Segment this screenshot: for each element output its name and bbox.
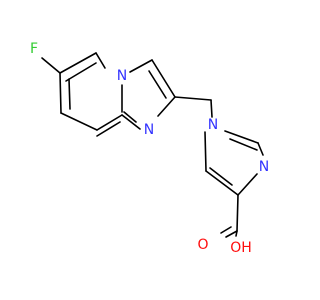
bond (151, 59, 176, 98)
atom-labels: F N N N N O OH (30, 41, 269, 256)
bond (237, 173, 258, 196)
atom-label-nitrogen-imidazopyridine: N (144, 122, 154, 138)
molecule-structure-diagram: F N N N N O OH (30, 41, 269, 256)
bond (157, 96, 176, 117)
atom-label-nitrogen-imidazole-1: N (208, 117, 218, 133)
bond (121, 114, 141, 130)
atom-label-nitrogen-imidazole-3: N (259, 159, 269, 175)
bond (68, 78, 71, 110)
bond (224, 130, 259, 144)
bond (59, 52, 97, 74)
bond (96, 114, 123, 131)
bond (236, 194, 239, 232)
bond (235, 230, 238, 237)
bond (60, 112, 98, 131)
bond (210, 99, 213, 118)
atom-label-nitrogen-bridgehead: N (117, 68, 127, 84)
bond (205, 170, 239, 196)
bonds (41, 52, 264, 238)
bond (95, 52, 106, 69)
bond (225, 230, 238, 238)
bond (174, 96, 212, 101)
bond (220, 226, 232, 234)
bond (96, 121, 121, 137)
bond (59, 72, 62, 114)
atom-label-hydroxyl: OH (230, 240, 252, 256)
bond (257, 142, 264, 156)
atom-label-oxygen-carbonyl: O (197, 237, 208, 253)
bond (41, 57, 61, 74)
bond (229, 138, 258, 151)
bond (204, 131, 207, 172)
atom-label-fluorine: F (30, 41, 38, 57)
bond (65, 62, 97, 82)
bond (123, 111, 137, 123)
bond (129, 59, 153, 73)
bond (209, 167, 233, 186)
bond (148, 70, 167, 99)
